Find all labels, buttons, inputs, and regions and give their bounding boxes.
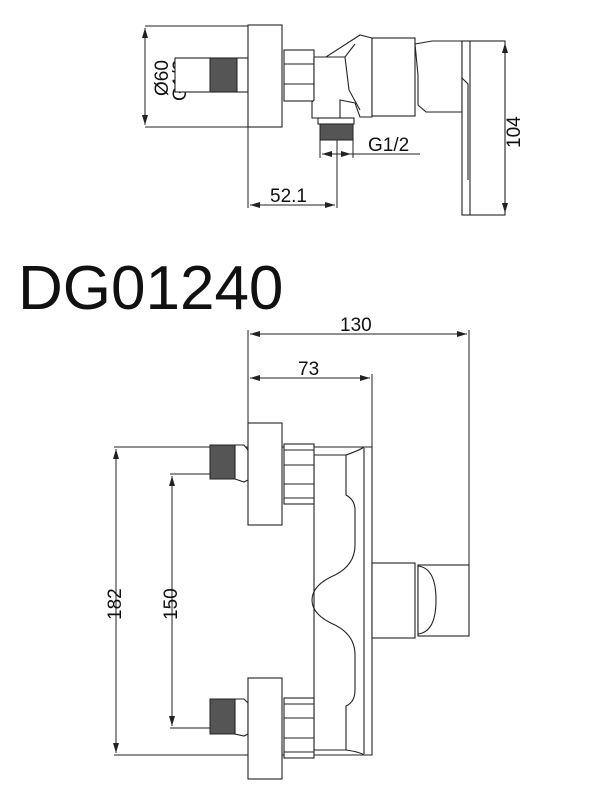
model-code: DG01240 (18, 254, 283, 323)
connector-nut (283, 49, 315, 102)
inlet-spacing-label: 150 (161, 588, 182, 620)
overall-depth-label: 130 (340, 315, 372, 336)
diameter-label: Ø60 (152, 60, 173, 96)
cartridge-housing (371, 562, 416, 639)
lower-inlet (209, 677, 315, 780)
front-view: 130 73 182 150 (105, 315, 470, 780)
upper-flange (247, 422, 283, 526)
upper-inlet (209, 422, 315, 526)
wall-flange (247, 24, 283, 128)
height-label: 104 (504, 116, 525, 148)
body-depth-label: 73 (298, 359, 319, 380)
outlet-thread (319, 123, 354, 141)
upper-nut (283, 443, 315, 505)
outlet-offset-label: 52.1 (270, 186, 307, 207)
lower-flange (247, 677, 283, 780)
valve-body (311, 34, 373, 119)
outlet-thread-label: G1/2 (368, 135, 409, 156)
cartridge-housing (371, 37, 416, 117)
handle-cap (417, 565, 437, 635)
inlet-thread (209, 57, 238, 93)
valve-body (313, 446, 373, 756)
lever-base (414, 40, 463, 113)
overall-height-label: 182 (105, 588, 126, 620)
side-view: Ø60 G1/2 G1/2 52.1 104 (142, 24, 525, 216)
lever-handle (461, 40, 506, 216)
lower-inlet-thread (209, 698, 236, 735)
upper-inlet-thread (209, 444, 236, 480)
lower-nut (283, 697, 315, 759)
